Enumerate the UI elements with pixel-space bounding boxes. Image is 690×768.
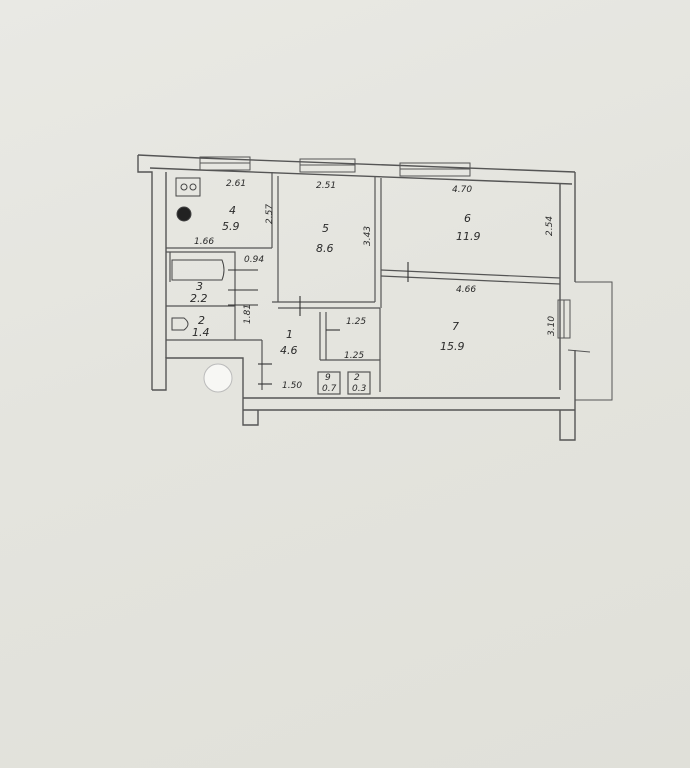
fixtures (171, 177, 233, 393)
room-3-number: 3 (196, 280, 203, 293)
room-8-number: 2 (354, 373, 360, 383)
sink-icon (175, 177, 201, 197)
room-3-area: 2.2 (190, 292, 208, 305)
toilet-icon (171, 317, 189, 331)
room-9-number: 9 (325, 373, 331, 383)
dim-room5-width: 2.51 (316, 181, 336, 191)
dim-bath-depth: 1.81 (243, 304, 253, 324)
room-7-area: 15.9 (440, 340, 465, 353)
dim-hall-top: 1.25 (346, 317, 366, 327)
dim-kitchen-width: 2.61 (226, 179, 246, 189)
dim-room6-depth: 2.54 (545, 216, 555, 236)
room-2-number: 2 (198, 314, 205, 327)
dimension-labels: 2.61 2.57 2.51 3.43 4.70 2.54 4.66 3.10 … (194, 179, 557, 391)
room-5-area: 8.6 (316, 242, 334, 255)
dim-room5-depth: 3.43 (363, 226, 373, 246)
room-6-number: 6 (464, 212, 471, 225)
dim-hall-width: 1.50 (282, 381, 302, 391)
dim-bath-width: 1.66 (194, 237, 214, 247)
room-5-number: 5 (322, 222, 329, 235)
room-2-area: 1.4 (192, 326, 210, 339)
room-6-area: 11.9 (456, 230, 481, 243)
room-4-area: 5.9 (222, 220, 240, 233)
room-labels: 4 5.9 5 8.6 6 11.9 3 2.2 2 1.4 1 4.6 7 1… (190, 204, 481, 394)
bathtub-icon (171, 259, 225, 281)
balcony (567, 281, 613, 401)
outer-walls (137, 154, 576, 441)
room-4-number: 4 (229, 204, 236, 217)
room-1-number: 1 (286, 328, 293, 341)
dim-room7-width: 4.66 (456, 285, 476, 295)
windows (199, 156, 571, 339)
room-9-area: 0.3 (352, 384, 367, 394)
room-1-area: 4.6 (280, 344, 298, 357)
dim-room7-depth: 3.10 (547, 316, 557, 336)
interior-walls (166, 172, 561, 395)
stove-icon (176, 206, 192, 222)
door-marks (228, 262, 409, 385)
dim-small-a: 0.94 (244, 255, 264, 265)
room-8-area: 0.7 (322, 384, 337, 394)
dim-kitchen-depth: 2.57 (265, 204, 275, 224)
dim-hall-bottom: 1.25 (344, 351, 364, 361)
dim-room6-width: 4.70 (452, 185, 472, 195)
entrance-icon (203, 363, 233, 393)
room-7-number: 7 (452, 320, 459, 333)
